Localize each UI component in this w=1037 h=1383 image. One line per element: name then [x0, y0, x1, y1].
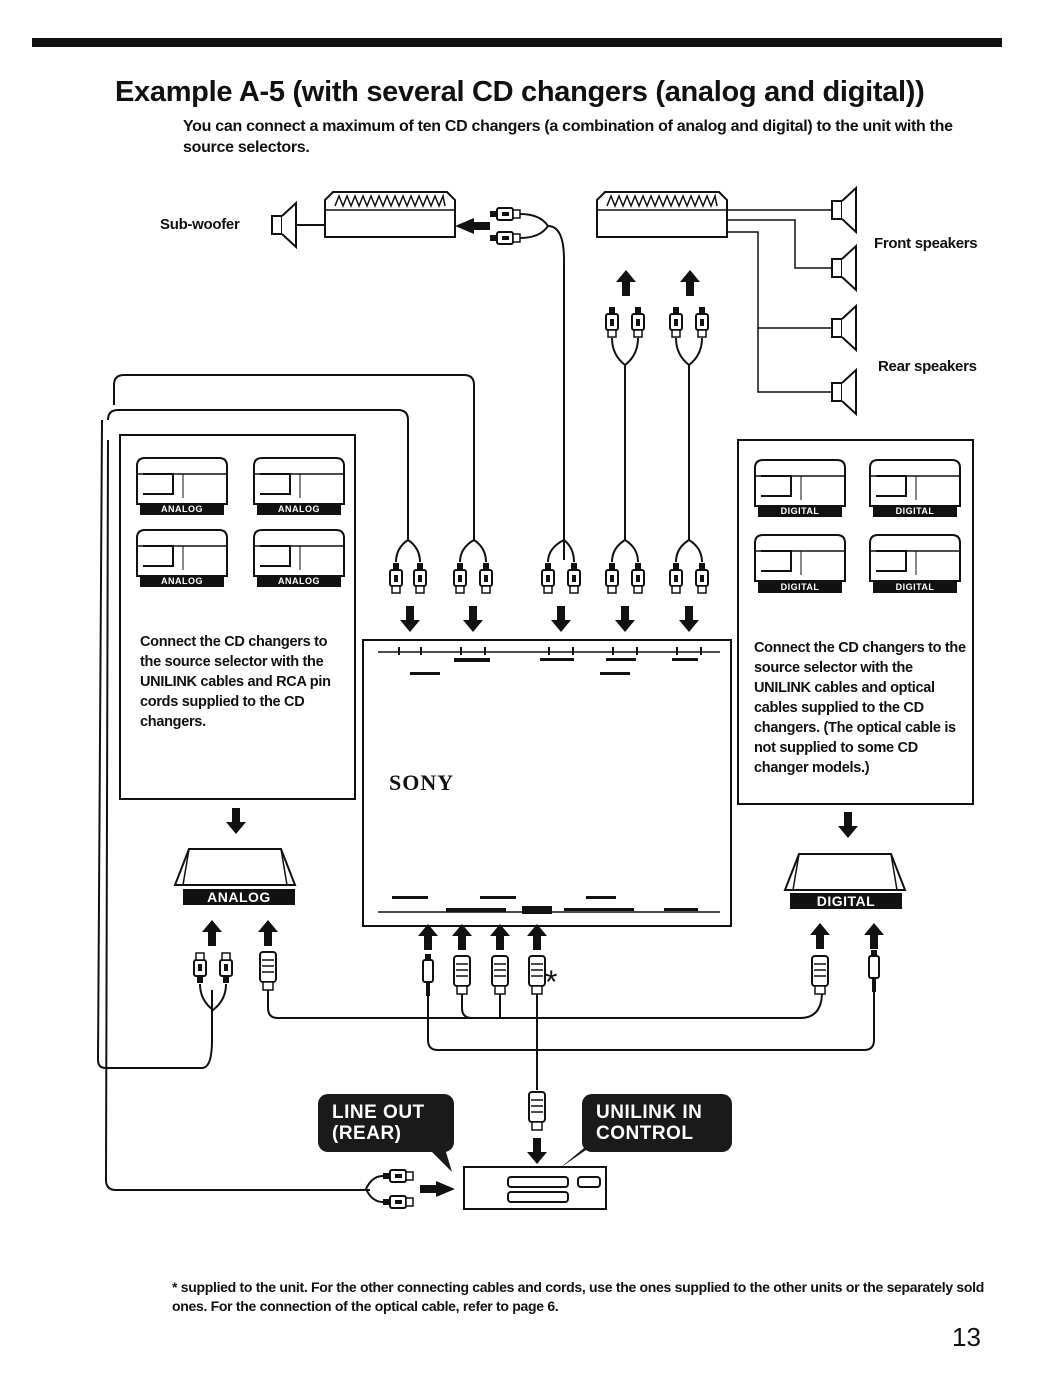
top-input-arrows: [400, 606, 699, 632]
digital-selector-arrow: [838, 812, 858, 838]
front-rca-plug-1: [605, 306, 619, 338]
analog-group-note: Connect the CD changers to the source se…: [140, 634, 331, 730]
page-title: Example A-5 (with several CD changers (a…: [115, 76, 925, 108]
headunit-unilink-plug: [528, 1091, 546, 1131]
page-number: 13: [952, 1322, 981, 1352]
rear-speakers-label: Rear speakers: [878, 358, 977, 375]
rear-speaker-2: [831, 369, 857, 415]
subwoofer-speaker: [271, 202, 297, 248]
power-amplifier: [596, 191, 728, 238]
unilink-in-callout: UNILINK IN CONTROL: [582, 1094, 732, 1152]
subwoofer-label: Sub-woofer: [160, 216, 240, 233]
analog-selector-arrow: [226, 808, 246, 834]
analog-rca-plugs: [193, 952, 233, 984]
output-arrow-front: [616, 270, 636, 296]
analog-cd-changer-1: [136, 457, 228, 505]
analog-unilink-plug: [259, 951, 277, 991]
unilink-plug-unit-1: [453, 955, 471, 995]
output-arrow-rear: [680, 270, 700, 296]
digital-cd-changer-1: [754, 459, 846, 507]
lineout-rca-plugs: [382, 1169, 414, 1209]
subwoofer-amplifier: [324, 191, 456, 238]
digital-cd-changer-2: [869, 459, 961, 507]
rear-rca-plug-1: [669, 306, 683, 338]
unit-brand-logo: SONY: [389, 770, 455, 795]
source-selector-unit: [362, 639, 732, 927]
digital-optical-plug: [868, 949, 880, 993]
subwoofer-rca-plug-1: [489, 207, 521, 221]
digital-group-note: Connect the CD changers to the source se…: [754, 640, 966, 776]
analog-source-selector: [174, 848, 296, 886]
unilink-plug-unit-3: [528, 955, 546, 995]
top-rule: [32, 38, 1002, 47]
digital-changer-tag-2: DIGITAL: [873, 506, 957, 517]
footnote: * supplied to the unit. For the other co…: [172, 1279, 985, 1314]
digital-changer-tag-3: DIGITAL: [758, 582, 842, 593]
digital-cd-changer-3: [754, 534, 846, 582]
analog-cd-changer-2: [253, 457, 345, 505]
front-speaker-2: [831, 245, 857, 291]
headunit-arrow: [527, 1138, 547, 1164]
digital-cd-changer-4: [869, 534, 961, 582]
analog-selector-tag: ANALOG: [183, 889, 295, 905]
analog-changer-tag-4: ANALOG: [257, 576, 341, 587]
digital-changer-tag-4: DIGITAL: [873, 582, 957, 593]
digital-source-selector: [784, 853, 906, 891]
bottom-input-arrows: [418, 924, 547, 950]
front-speakers-label: Front speakers: [874, 235, 978, 252]
front-speaker-1: [831, 187, 857, 233]
digital-unilink-plug: [811, 955, 829, 995]
digital-changer-tag-1: DIGITAL: [758, 506, 842, 517]
analog-changer-tag-1: ANALOG: [140, 504, 224, 515]
front-rca-plug-2: [631, 306, 645, 338]
top-rca-plugs: [389, 562, 709, 594]
intro-text: You can connect a maximum of ten CD chan…: [183, 118, 953, 156]
asterisk-mark: *: [545, 964, 558, 1000]
rear-speaker-1: [831, 305, 857, 351]
analog-cd-changer-4: [253, 529, 345, 577]
optical-plug-unit: [422, 953, 434, 997]
analog-changer-tag-3: ANALOG: [140, 576, 224, 587]
digital-selector-tag: DIGITAL: [790, 893, 902, 909]
unilink-plug-unit-2: [491, 955, 509, 995]
subwoofer-rca-plug-2: [489, 231, 521, 245]
analog-arrows: [202, 920, 278, 946]
line-out-callout: LINE OUT (REAR): [318, 1094, 454, 1152]
analog-cd-changer-3: [136, 529, 228, 577]
analog-changer-tag-2: ANALOG: [257, 504, 341, 515]
rear-rca-plug-2: [695, 306, 709, 338]
digital-arrows: [810, 923, 884, 949]
